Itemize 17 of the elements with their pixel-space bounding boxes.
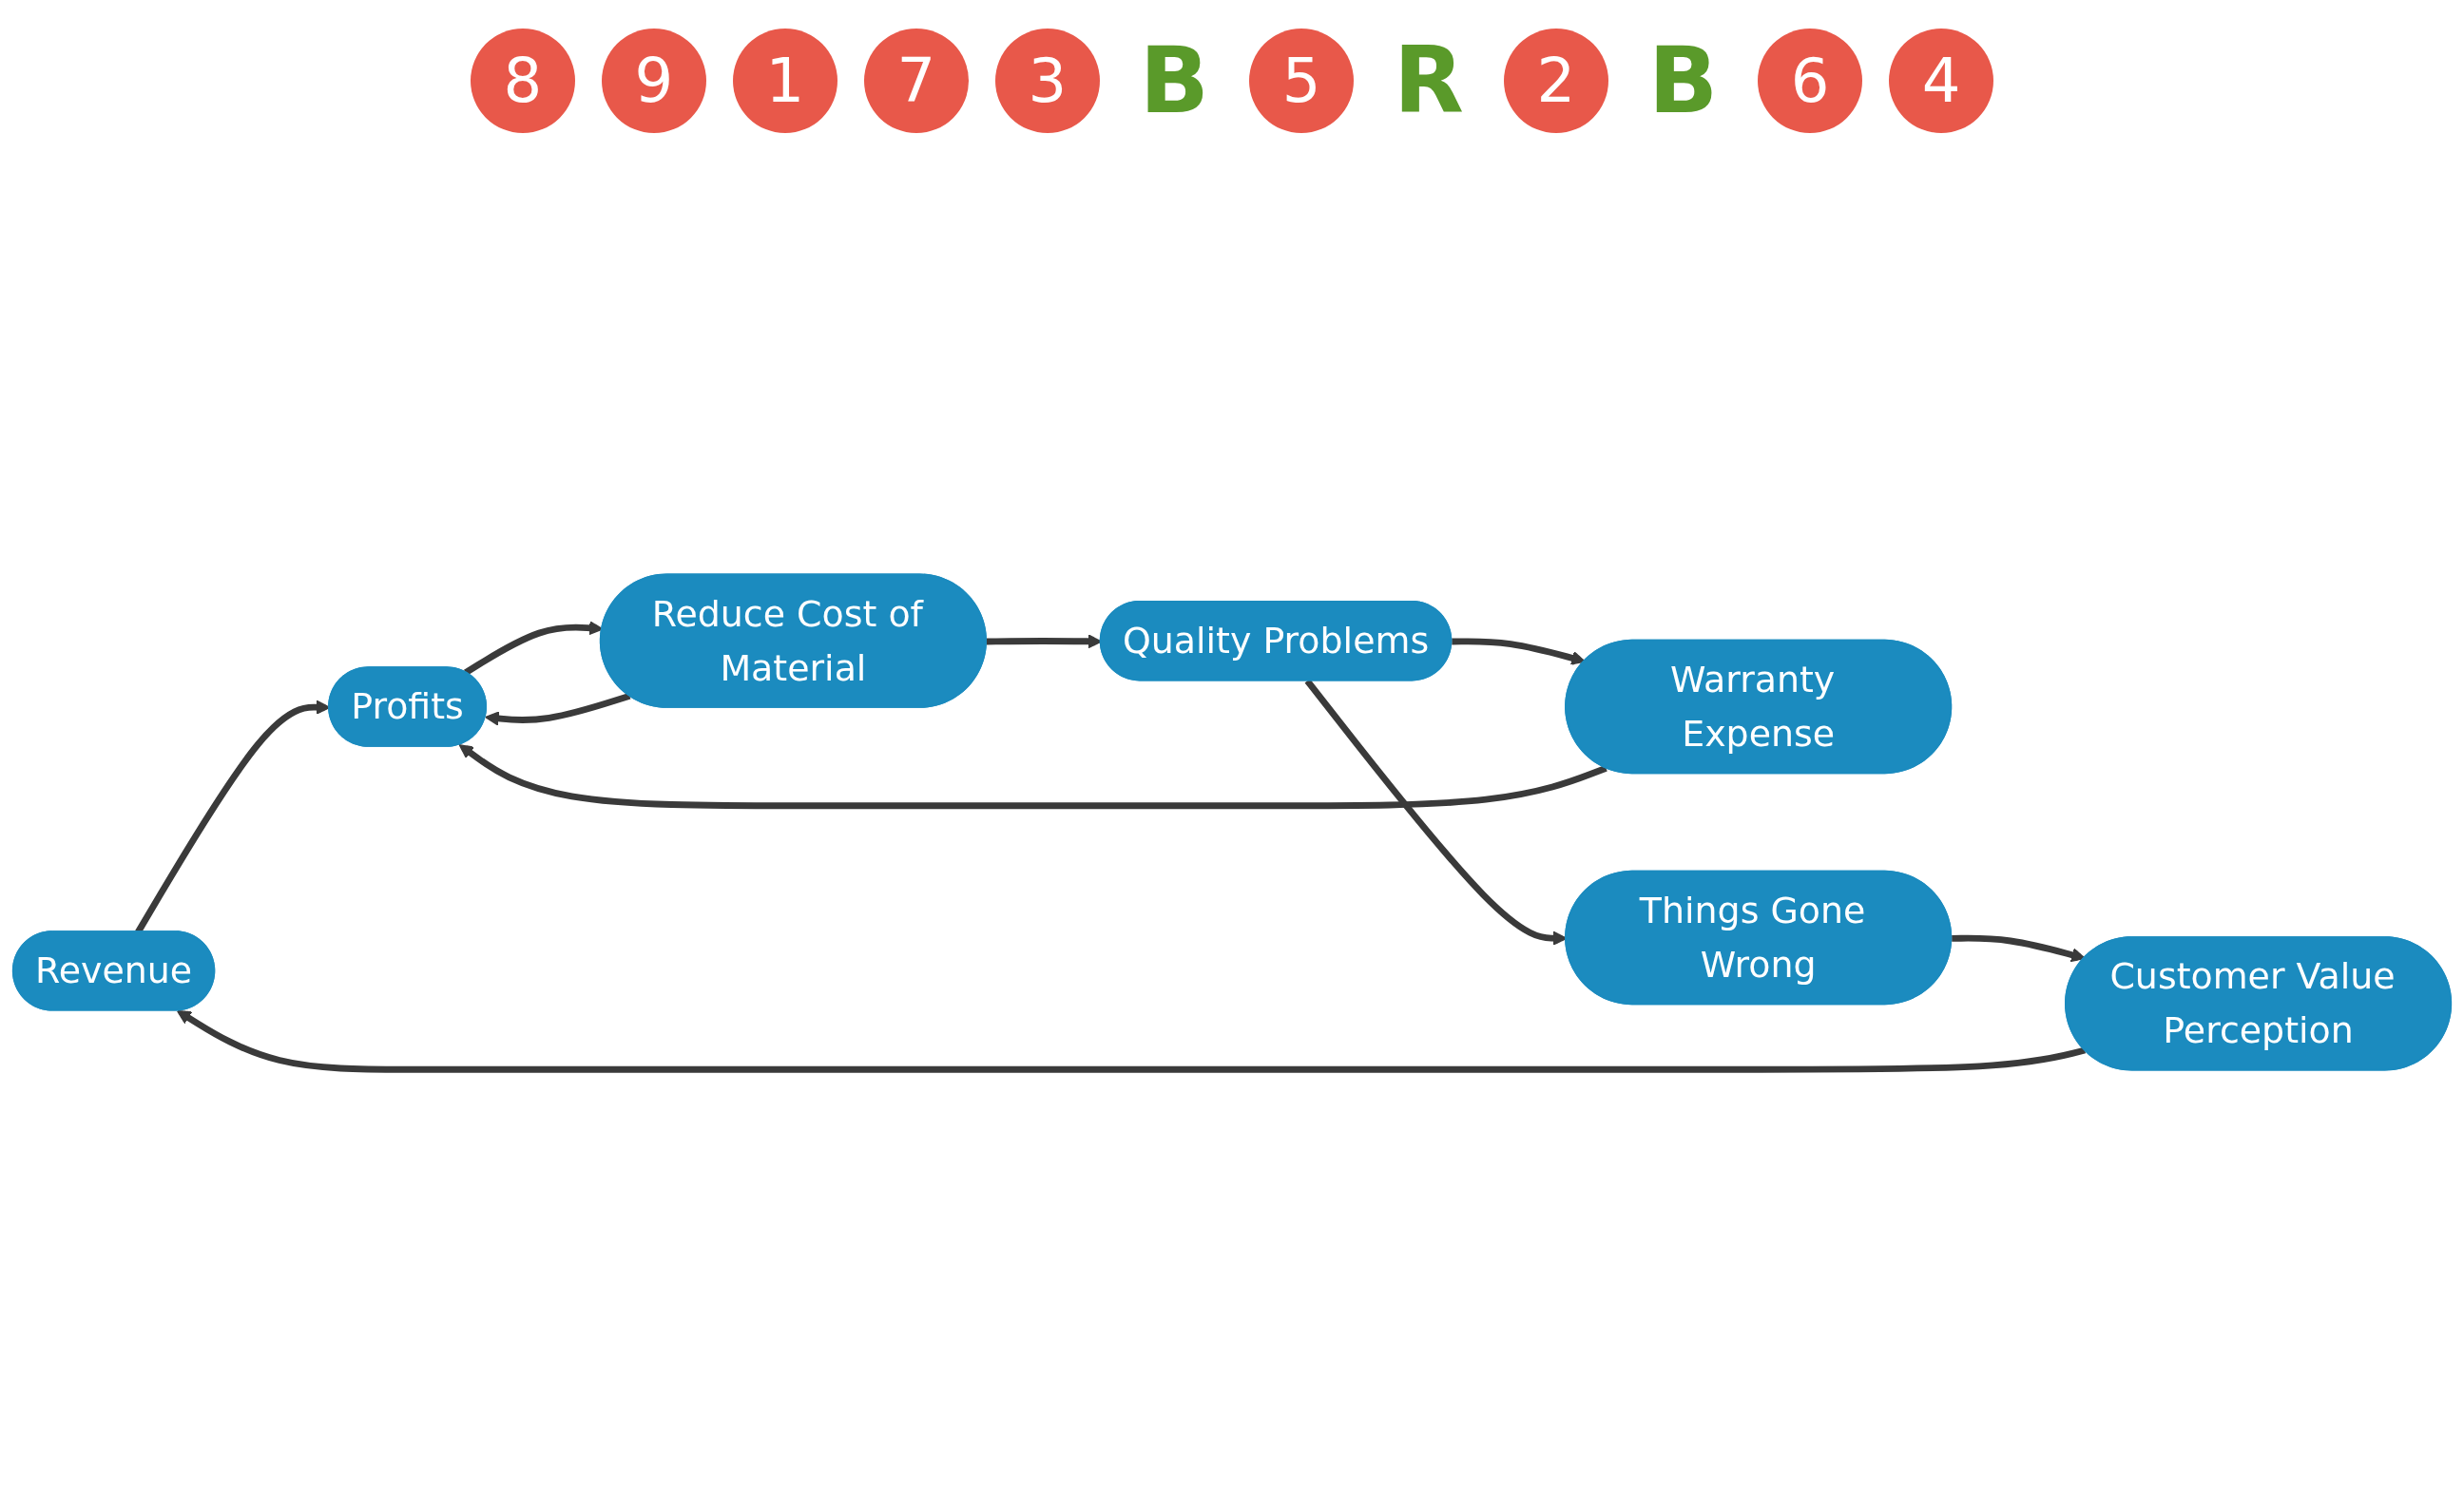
loop-letter: B [1646, 28, 1720, 134]
callout-number: 3 [994, 29, 1100, 133]
callout-number: 9 [601, 29, 706, 133]
loop-letter: B [1138, 28, 1211, 134]
callout-number: 2 [1503, 29, 1608, 133]
callout-number: 7 [863, 29, 969, 133]
loop-letter: R [1393, 28, 1465, 134]
arrow [1452, 638, 1586, 665]
callout-number: 4 [1889, 29, 1994, 133]
arrow [176, 1009, 2087, 1073]
arrow [485, 692, 631, 726]
callout-number: 5 [1249, 29, 1355, 133]
callout-number: 8 [470, 29, 575, 133]
callout-number: 1 [732, 29, 837, 133]
arrow [1952, 934, 2086, 963]
callout-number: 6 [1758, 29, 1863, 133]
arrow [458, 744, 1607, 810]
